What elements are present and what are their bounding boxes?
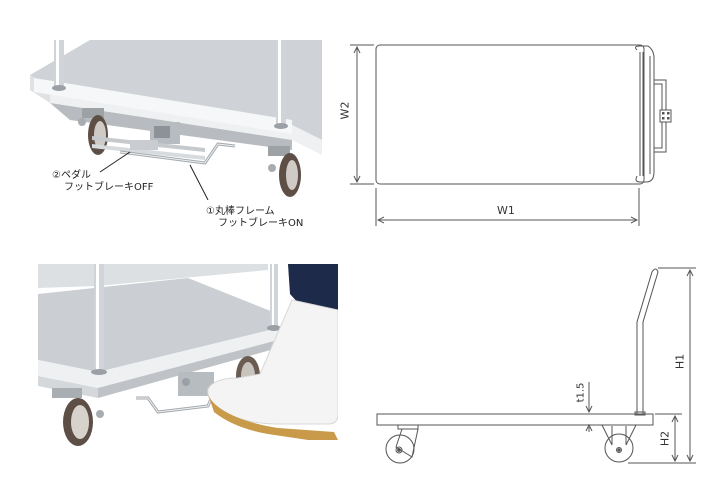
photo-cart-brake-top xyxy=(30,40,322,200)
dimension-label-w2: W2 xyxy=(338,101,352,120)
callout-pedal-brake-off: ②ペダル フットブレーキOFF xyxy=(52,170,153,194)
callout-frame-brake-on: ①丸棒フレーム フットブレーキON xyxy=(206,206,303,230)
dimension-label-thickness: t1.5 xyxy=(575,382,587,403)
callout-pedal-title: ②ペダル xyxy=(52,170,91,181)
side-view-drawing xyxy=(376,267,696,464)
dimension-label-h2: H2 xyxy=(658,430,672,447)
callout-frame-title: ①丸棒フレーム xyxy=(206,206,275,217)
dimension-label-w1: W1 xyxy=(497,204,515,217)
photo-cart-brake-boot xyxy=(38,264,338,450)
plan-view-drawing xyxy=(350,44,672,226)
cart-photo-illustration-top xyxy=(30,40,322,200)
callout-pedal-desc: フットブレーキOFF xyxy=(64,182,154,193)
dimension-label-h1: H1 xyxy=(673,353,687,370)
callout-frame-desc: フットブレーキON xyxy=(218,218,304,229)
cart-photo-illustration-bottom xyxy=(38,264,338,446)
